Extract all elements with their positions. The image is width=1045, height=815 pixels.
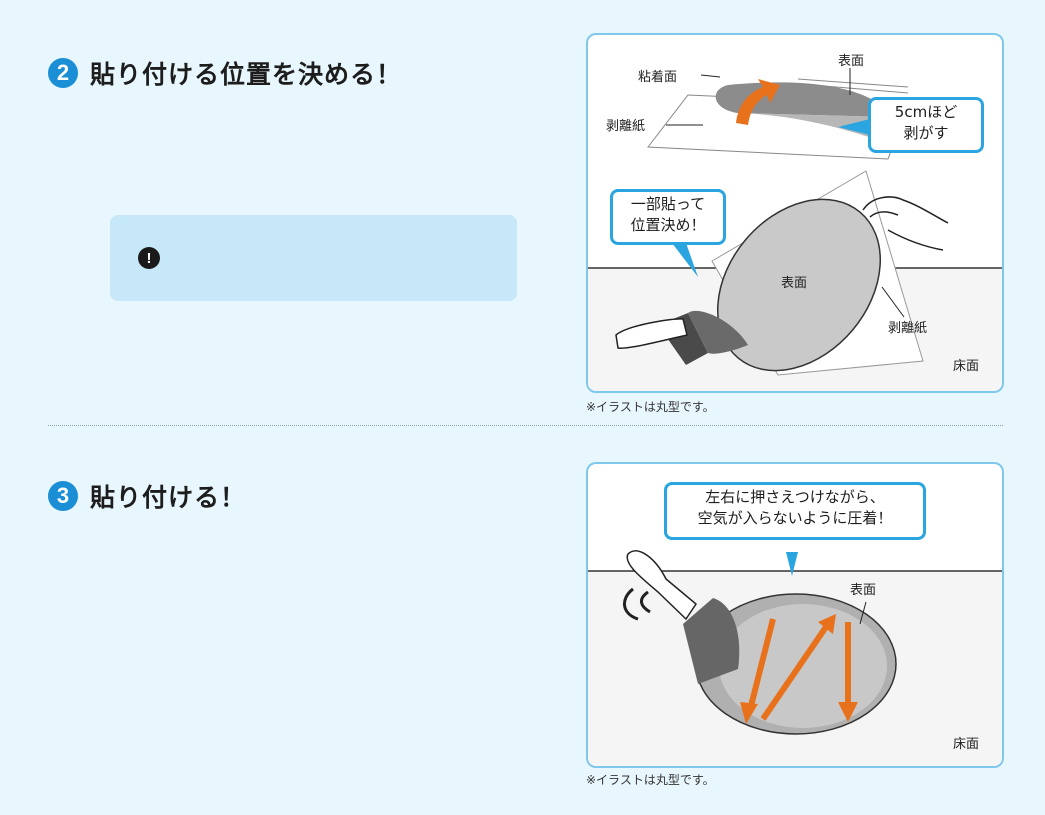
section-divider [48, 425, 1003, 426]
bubble-position-line1: 一部貼って [630, 195, 706, 213]
step2-header: 2 貼り付ける位置を決める！ [48, 55, 402, 91]
bubble-position: 一部貼って 位置決め！ [610, 189, 726, 245]
label-surface-top: 表面 [838, 54, 864, 69]
step3-caption: ※イラストは丸型です。 [586, 773, 715, 787]
step2-caption: ※イラストは丸型です。 [586, 400, 715, 414]
step3-illustration: 表面 床面 左右に押さえつけながら、 空気が入らないように圧着！ [586, 462, 1004, 768]
step2-illustration: 粘着面 表面 剥離紙 表面 剥離紙 床面 5cmほど 剥がす 一部貼って 位置決… [586, 33, 1004, 393]
bubble-press: 左右に押さえつけながら、 空気が入らないように圧着！ [664, 482, 926, 540]
step2-number-badge: 2 [48, 58, 78, 88]
label-surface-step3: 表面 [850, 583, 876, 598]
label-surface-mid: 表面 [781, 276, 807, 291]
label-release-bottom: 剥離紙 [888, 321, 927, 336]
scraper-tool-icon [626, 550, 740, 684]
bubble-peel: 5cmほど 剥がす [868, 97, 984, 153]
label-floor-step2: 床面 [953, 359, 979, 374]
scraper-tool-icon [615, 310, 748, 365]
step3-illustration-svg: 表面 床面 [588, 550, 1002, 766]
step3-title: 貼り付ける！ [90, 483, 247, 512]
step3-header: 3 貼り付ける！ [48, 478, 246, 514]
step2-note-box: ! [110, 215, 517, 301]
orange-arrow-icon [740, 614, 858, 724]
step2-illustration-svg: 粘着面 表面 剥離紙 表面 剥離紙 床面 [588, 54, 1002, 391]
step3-number-badge: 3 [48, 481, 78, 511]
label-release-top: 剥離紙 [606, 119, 645, 134]
step2-title: 貼り付ける位置を決める！ [90, 60, 403, 89]
bubble-press-line1: 左右に押さえつけながら、 [705, 488, 885, 506]
warning-exclamation-icon: ! [138, 247, 160, 269]
bubble-press-line2: 空気が入らないように圧着！ [697, 509, 893, 527]
label-floor-step3: 床面 [953, 737, 979, 752]
bubble-position-line2: 位置決め！ [630, 216, 706, 234]
bubble-peel-line1: 5cmほど [894, 103, 958, 121]
label-adhesive: 粘着面 [638, 69, 677, 85]
motion-lines-icon [623, 587, 639, 621]
bubble-peel-line2: 剥がす [903, 124, 949, 142]
orange-arrow-icon [736, 79, 780, 125]
